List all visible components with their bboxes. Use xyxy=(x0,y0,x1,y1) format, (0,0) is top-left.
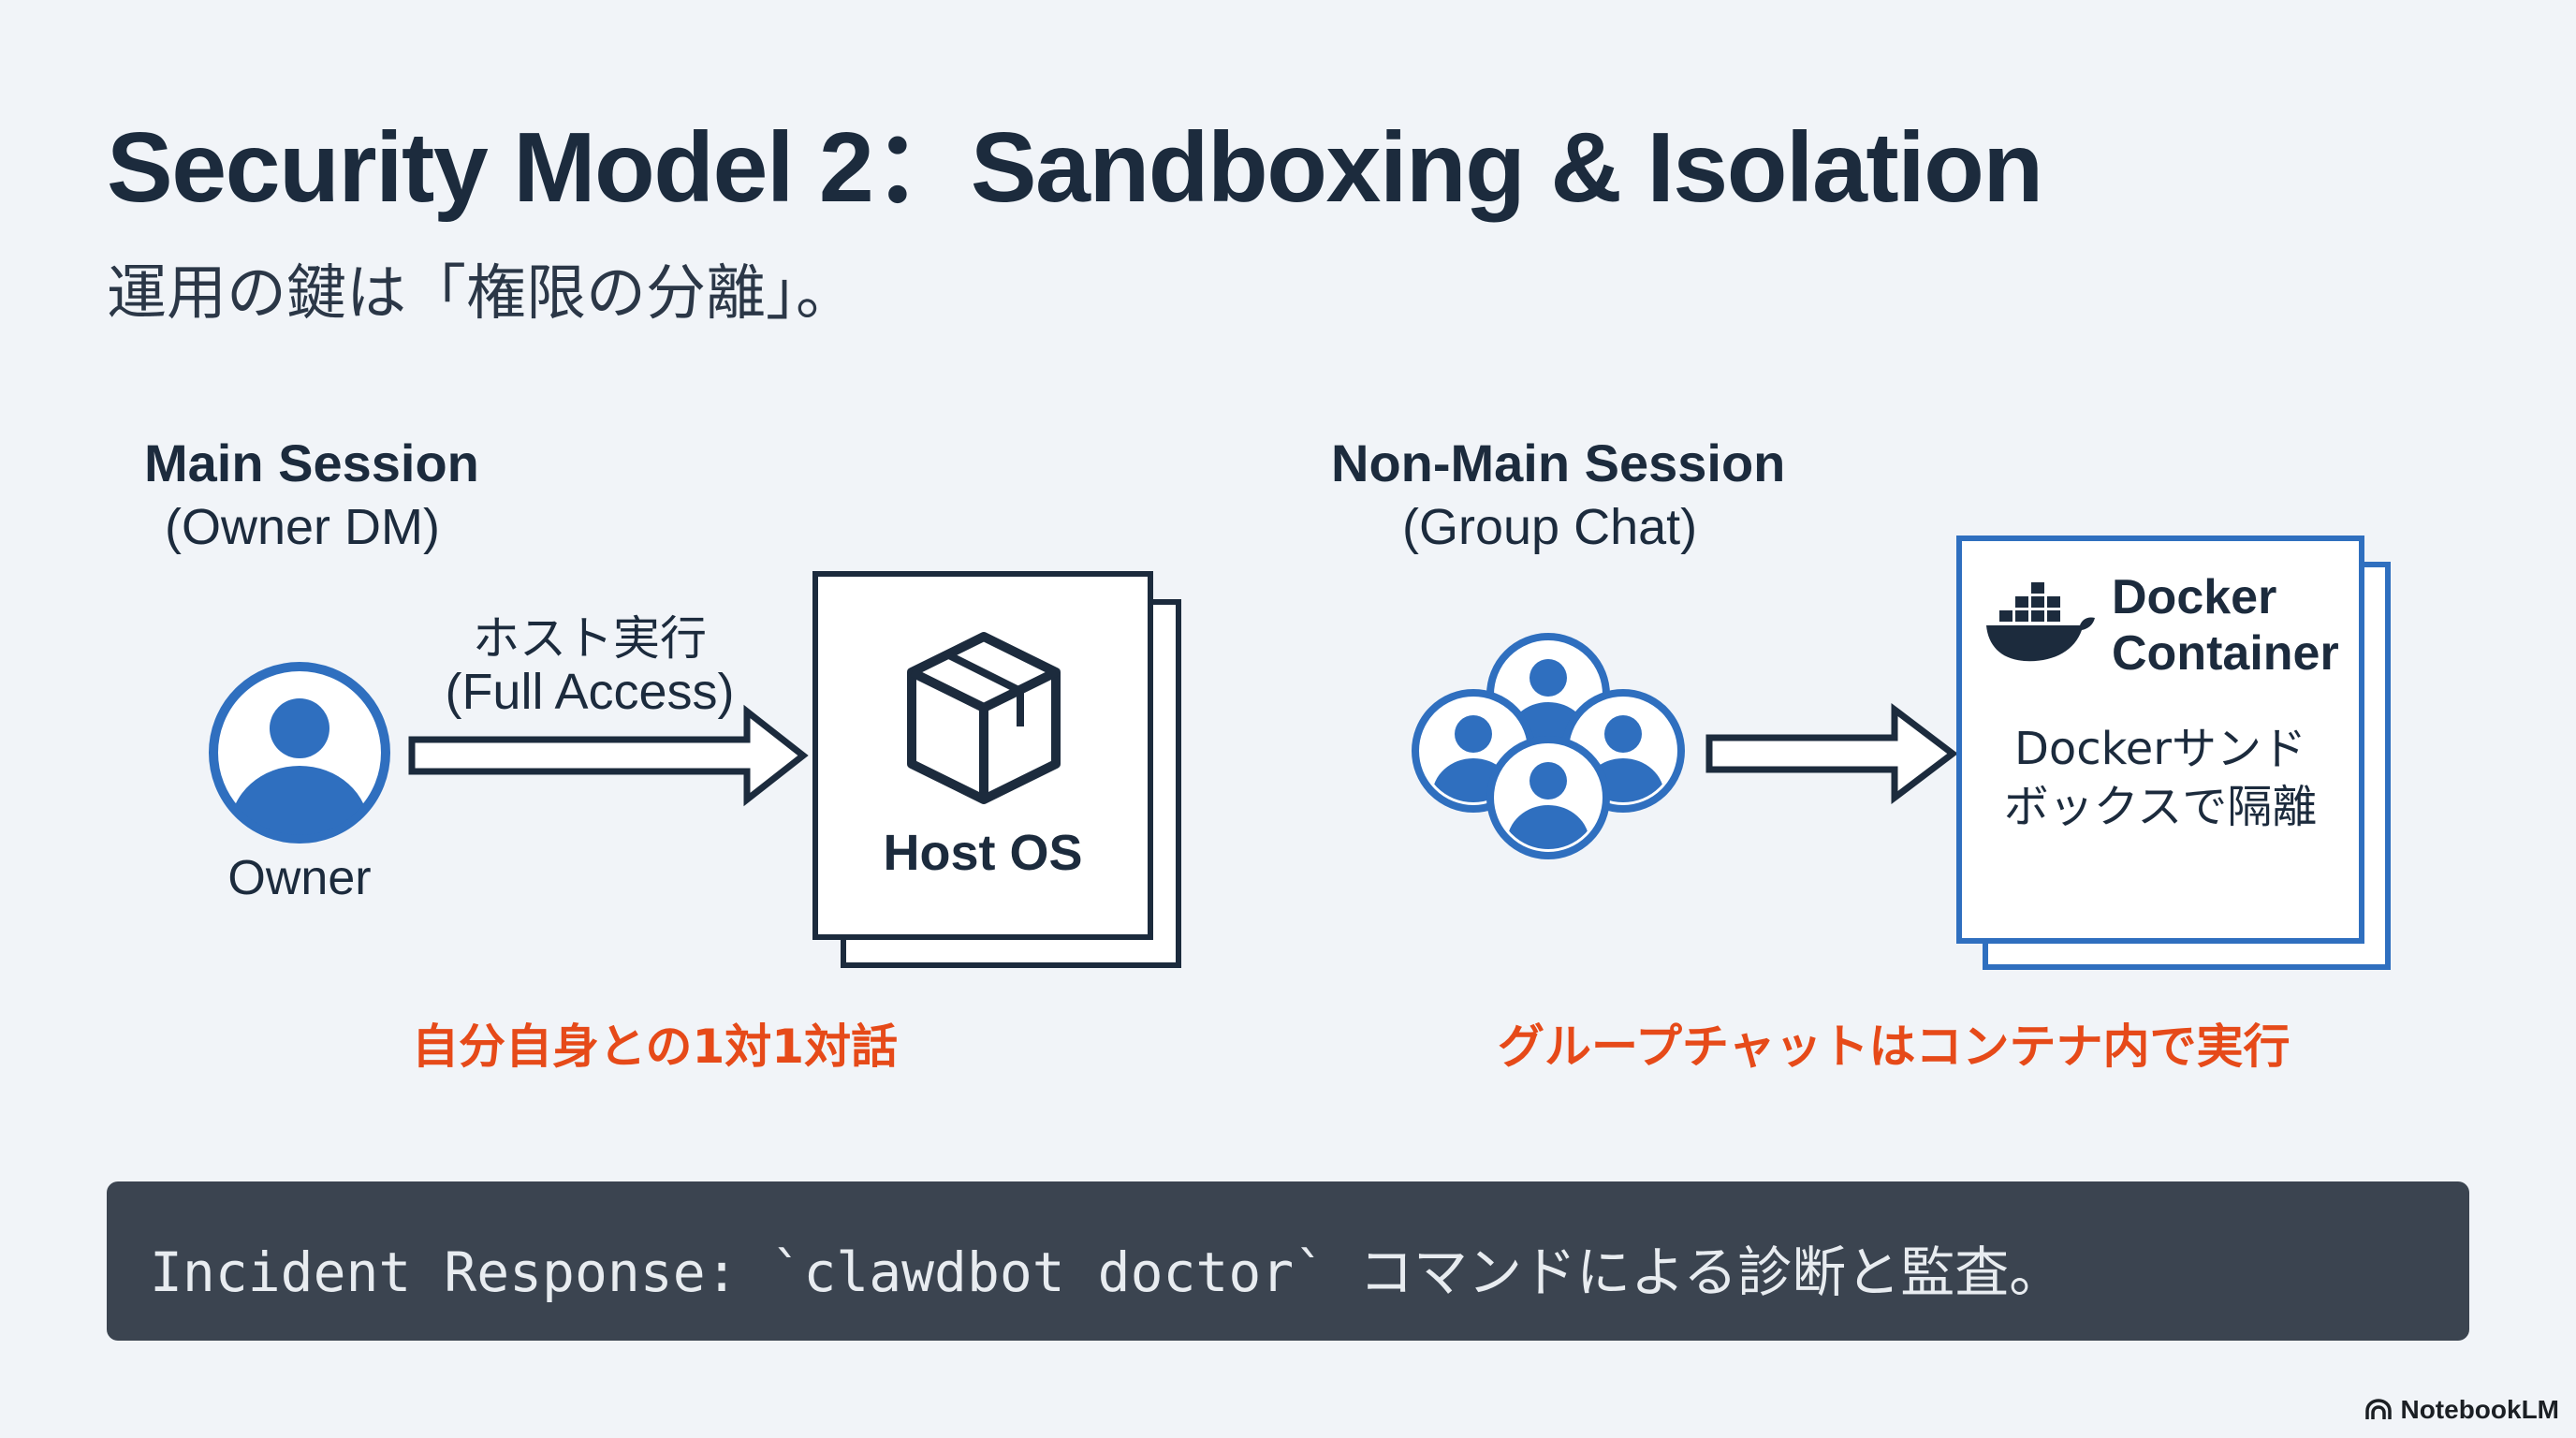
host-exec-label: ホスト実行 xyxy=(473,611,707,666)
main-session-subtitle: (Owner DM) xyxy=(165,499,440,555)
non-main-session-title: Non-Main Session xyxy=(1331,433,1786,492)
docker-container-card: Docker Container Dockerサンド ボックスで隔離 xyxy=(1956,536,2364,944)
incident-response-bar xyxy=(107,1181,2469,1341)
arrow-right-icon xyxy=(408,704,809,807)
package-box-icon xyxy=(907,632,1061,804)
host-os-label: Host OS xyxy=(883,825,1083,881)
arrow-right-icon xyxy=(1705,702,1958,805)
main-session-caption: 自分自身との1対1対話 xyxy=(412,1020,899,1074)
docker-title-line1: Docker xyxy=(2112,570,2277,624)
user-group-icon xyxy=(1412,633,1685,859)
notebooklm-icon xyxy=(2365,1399,2393,1419)
brand-name: NotebookLM xyxy=(2400,1395,2559,1424)
incident-response-text: Incident Response: `clawdbot doctor` コマン… xyxy=(150,1240,2064,1304)
docker-body-line1: Dockerサンド xyxy=(2013,723,2307,775)
docker-title-line2: Container xyxy=(2112,626,2339,681)
page-title: Security Model 2：Sandboxing & Isolation xyxy=(107,112,2043,223)
docker-body-line2: ボックスで隔離 xyxy=(2003,781,2318,833)
docker-whale-icon xyxy=(1986,582,2095,662)
host-os-card: Host OS xyxy=(812,571,1153,940)
owner-label: Owner xyxy=(227,851,372,905)
main-session-title: Main Session xyxy=(144,433,479,492)
page-subtitle: 運用の鍵は「権限の分離」。 xyxy=(107,259,856,329)
person-circle-icon xyxy=(209,662,390,844)
non-main-session-subtitle: (Group Chat) xyxy=(1402,499,1698,555)
brand-logo: NotebookLM xyxy=(2364,1395,2559,1425)
full-access-label: (Full Access) xyxy=(445,664,735,720)
non-main-session-caption: グループチャットはコンテナ内で実行 xyxy=(1498,1020,2291,1074)
